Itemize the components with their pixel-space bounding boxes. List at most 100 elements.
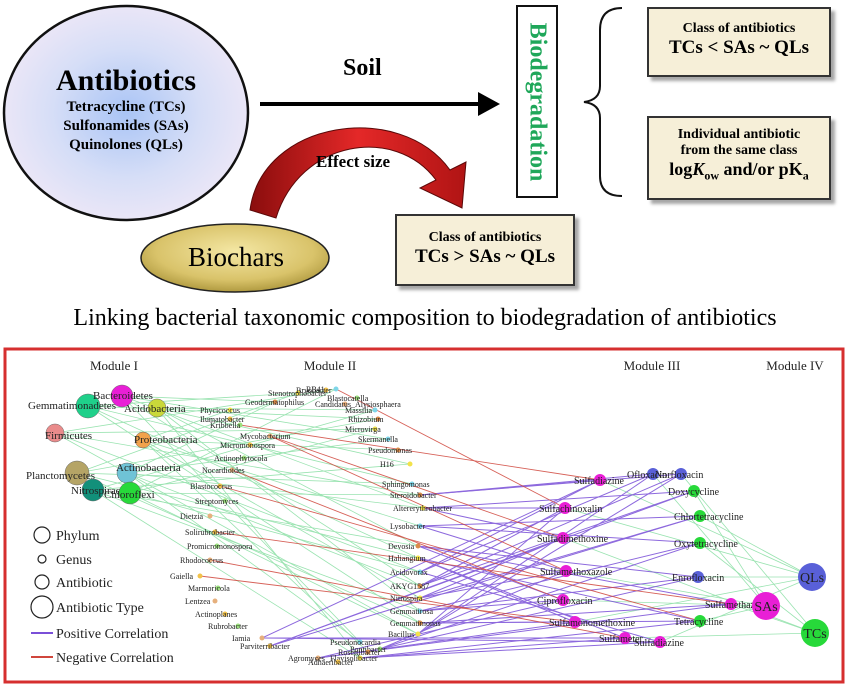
- genus-node: [222, 611, 228, 617]
- phylum-label-acidobacteria: Acidobacteria: [124, 403, 186, 415]
- antibiotic-label-sulfadiazine: Sulfadiazine: [574, 476, 625, 487]
- genus-antibiotic-positive-links: [261, 473, 732, 659]
- genus-label: Massilia: [345, 406, 373, 415]
- antibiotic-type-node-tcs: [801, 619, 829, 647]
- genus-label: Nocardioides: [202, 466, 245, 475]
- antibiotics-line-tcs: Tetracycline (TCs): [66, 99, 186, 115]
- legend-antibiotic-type-label: Antibiotic Type: [56, 601, 144, 616]
- genus-node: [415, 631, 421, 637]
- genus-node: [259, 635, 265, 641]
- antibiotic-node-tetracycline: [694, 615, 706, 627]
- link: [54, 432, 421, 496]
- genus-label: Actinoplanes: [195, 610, 237, 619]
- genus-label: Micromonospora: [220, 441, 276, 450]
- link: [699, 542, 816, 634]
- genus-node: [207, 513, 213, 519]
- genus-label: Gemmatirosa: [390, 607, 434, 616]
- phylum-label-gemmatimonadetes: Gemmatimonadetes: [28, 400, 116, 412]
- genus-node: [217, 483, 223, 489]
- genus-label: Haliangium: [388, 554, 427, 563]
- box-class-top-line2: TCs < SAs ~ QLs: [668, 37, 810, 58]
- link: [269, 515, 701, 647]
- module-label-4: Module IV: [766, 358, 824, 373]
- antibiotic-label-sulfamethoxazole: Sulfamethoxazole: [540, 567, 613, 578]
- genus-label: Pontibacter: [350, 645, 387, 654]
- legend-phylum-circle: [33, 526, 51, 544]
- link: [417, 545, 564, 601]
- genus-node: [354, 395, 360, 401]
- antibiotic-node-sulfadimethoxine: [557, 532, 569, 544]
- genus-node: [247, 442, 253, 448]
- genus-label: Acidovorax: [390, 568, 428, 577]
- genus-node: [229, 467, 235, 473]
- antibiotic-label-sulfadiazine: Sulfadiazine: [634, 638, 685, 649]
- link: [121, 395, 421, 587]
- genus-node: [212, 529, 218, 535]
- genus-label: Sphingomonas: [382, 480, 430, 489]
- subtitle: Linking bacterial taxonomic composition …: [73, 305, 777, 331]
- genus-label: Altererythrobacter: [393, 504, 452, 513]
- link: [699, 515, 813, 578]
- box-class-bottom-line1: Class of antibiotics: [428, 230, 542, 245]
- link: [231, 469, 564, 601]
- genus-node: [357, 655, 363, 661]
- genus-node: [417, 608, 423, 614]
- box-individual-line1: Individual antibiotic: [677, 127, 801, 142]
- genus-label: Pseudonocardia: [330, 638, 381, 647]
- genus-node: [409, 481, 415, 487]
- legend-antibiotic-label: Antibiotic: [56, 576, 113, 591]
- antibiotic-node-oxytetracycline: [694, 537, 706, 549]
- genus-node: [227, 407, 233, 413]
- link: [379, 542, 701, 650]
- genus-label: Nitrospira: [390, 594, 423, 603]
- genus-node: [417, 583, 423, 589]
- genus-node: [372, 426, 378, 432]
- link: [54, 432, 421, 573]
- genus-node: [315, 655, 321, 661]
- antibiotic-node-ciprofloxacin: [557, 594, 569, 606]
- link: [87, 405, 379, 420]
- antibiotic-label-doxycycline: Doxycycline: [668, 487, 720, 498]
- link: [652, 473, 767, 607]
- genus-node: [235, 623, 241, 629]
- link: [419, 571, 661, 643]
- genus-label: Marmoricola: [188, 584, 230, 593]
- link: [359, 620, 701, 659]
- genus-label: Bryobacter: [296, 386, 332, 395]
- phylum-node-bacteroidetes: [110, 384, 134, 408]
- phylum-node-nitrospirae: [81, 478, 105, 502]
- box-class-top: Class of antibiotics TCs < SAs ~ QLs: [647, 7, 831, 77]
- genus-label: Pseudomonas: [368, 446, 412, 455]
- genus-label: Ilumatobacter: [200, 415, 245, 424]
- genus-node: [215, 585, 221, 591]
- top-schematic: [2, 4, 623, 293]
- link: [156, 407, 421, 612]
- genus-node: [375, 416, 381, 422]
- phylum-node-proteobacteria: [134, 431, 152, 449]
- antibiotic-label-enrofloxacin: Enrofloxacin: [672, 573, 724, 584]
- module-label-3: Module III: [624, 358, 681, 373]
- link: [317, 599, 564, 659]
- genus-node: [272, 399, 278, 405]
- link: [419, 515, 701, 527]
- antibiotic-label-ofloxacin: Ofloxacin: [627, 470, 667, 481]
- soil-arrowhead: [478, 92, 500, 116]
- genus-label: Lentzea: [185, 597, 211, 606]
- antibiotic-node-chlortetracycline: [694, 510, 706, 522]
- link: [359, 641, 661, 659]
- link: [92, 409, 376, 491]
- genus-label: Kribbella: [210, 421, 241, 430]
- link: [142, 409, 231, 441]
- genus-label: Skermanella: [358, 435, 398, 444]
- antibiotics-line-qls: Quinolones (QLs): [69, 137, 183, 153]
- genus-label: Candidatus_Alysiosphaera: [315, 400, 401, 409]
- antibiotic-node-norfloxacin: [675, 468, 687, 480]
- link: [129, 492, 421, 496]
- link: [129, 388, 337, 494]
- link: [269, 435, 567, 572]
- box-individual: Individual antibiotic from the same clas…: [647, 116, 831, 200]
- genus-node: [420, 505, 426, 511]
- antibiotic-type-label-qls: QLs: [800, 571, 824, 586]
- genus-label: Dietzia: [180, 512, 204, 521]
- legend-phylum-label: Phylum: [56, 529, 100, 544]
